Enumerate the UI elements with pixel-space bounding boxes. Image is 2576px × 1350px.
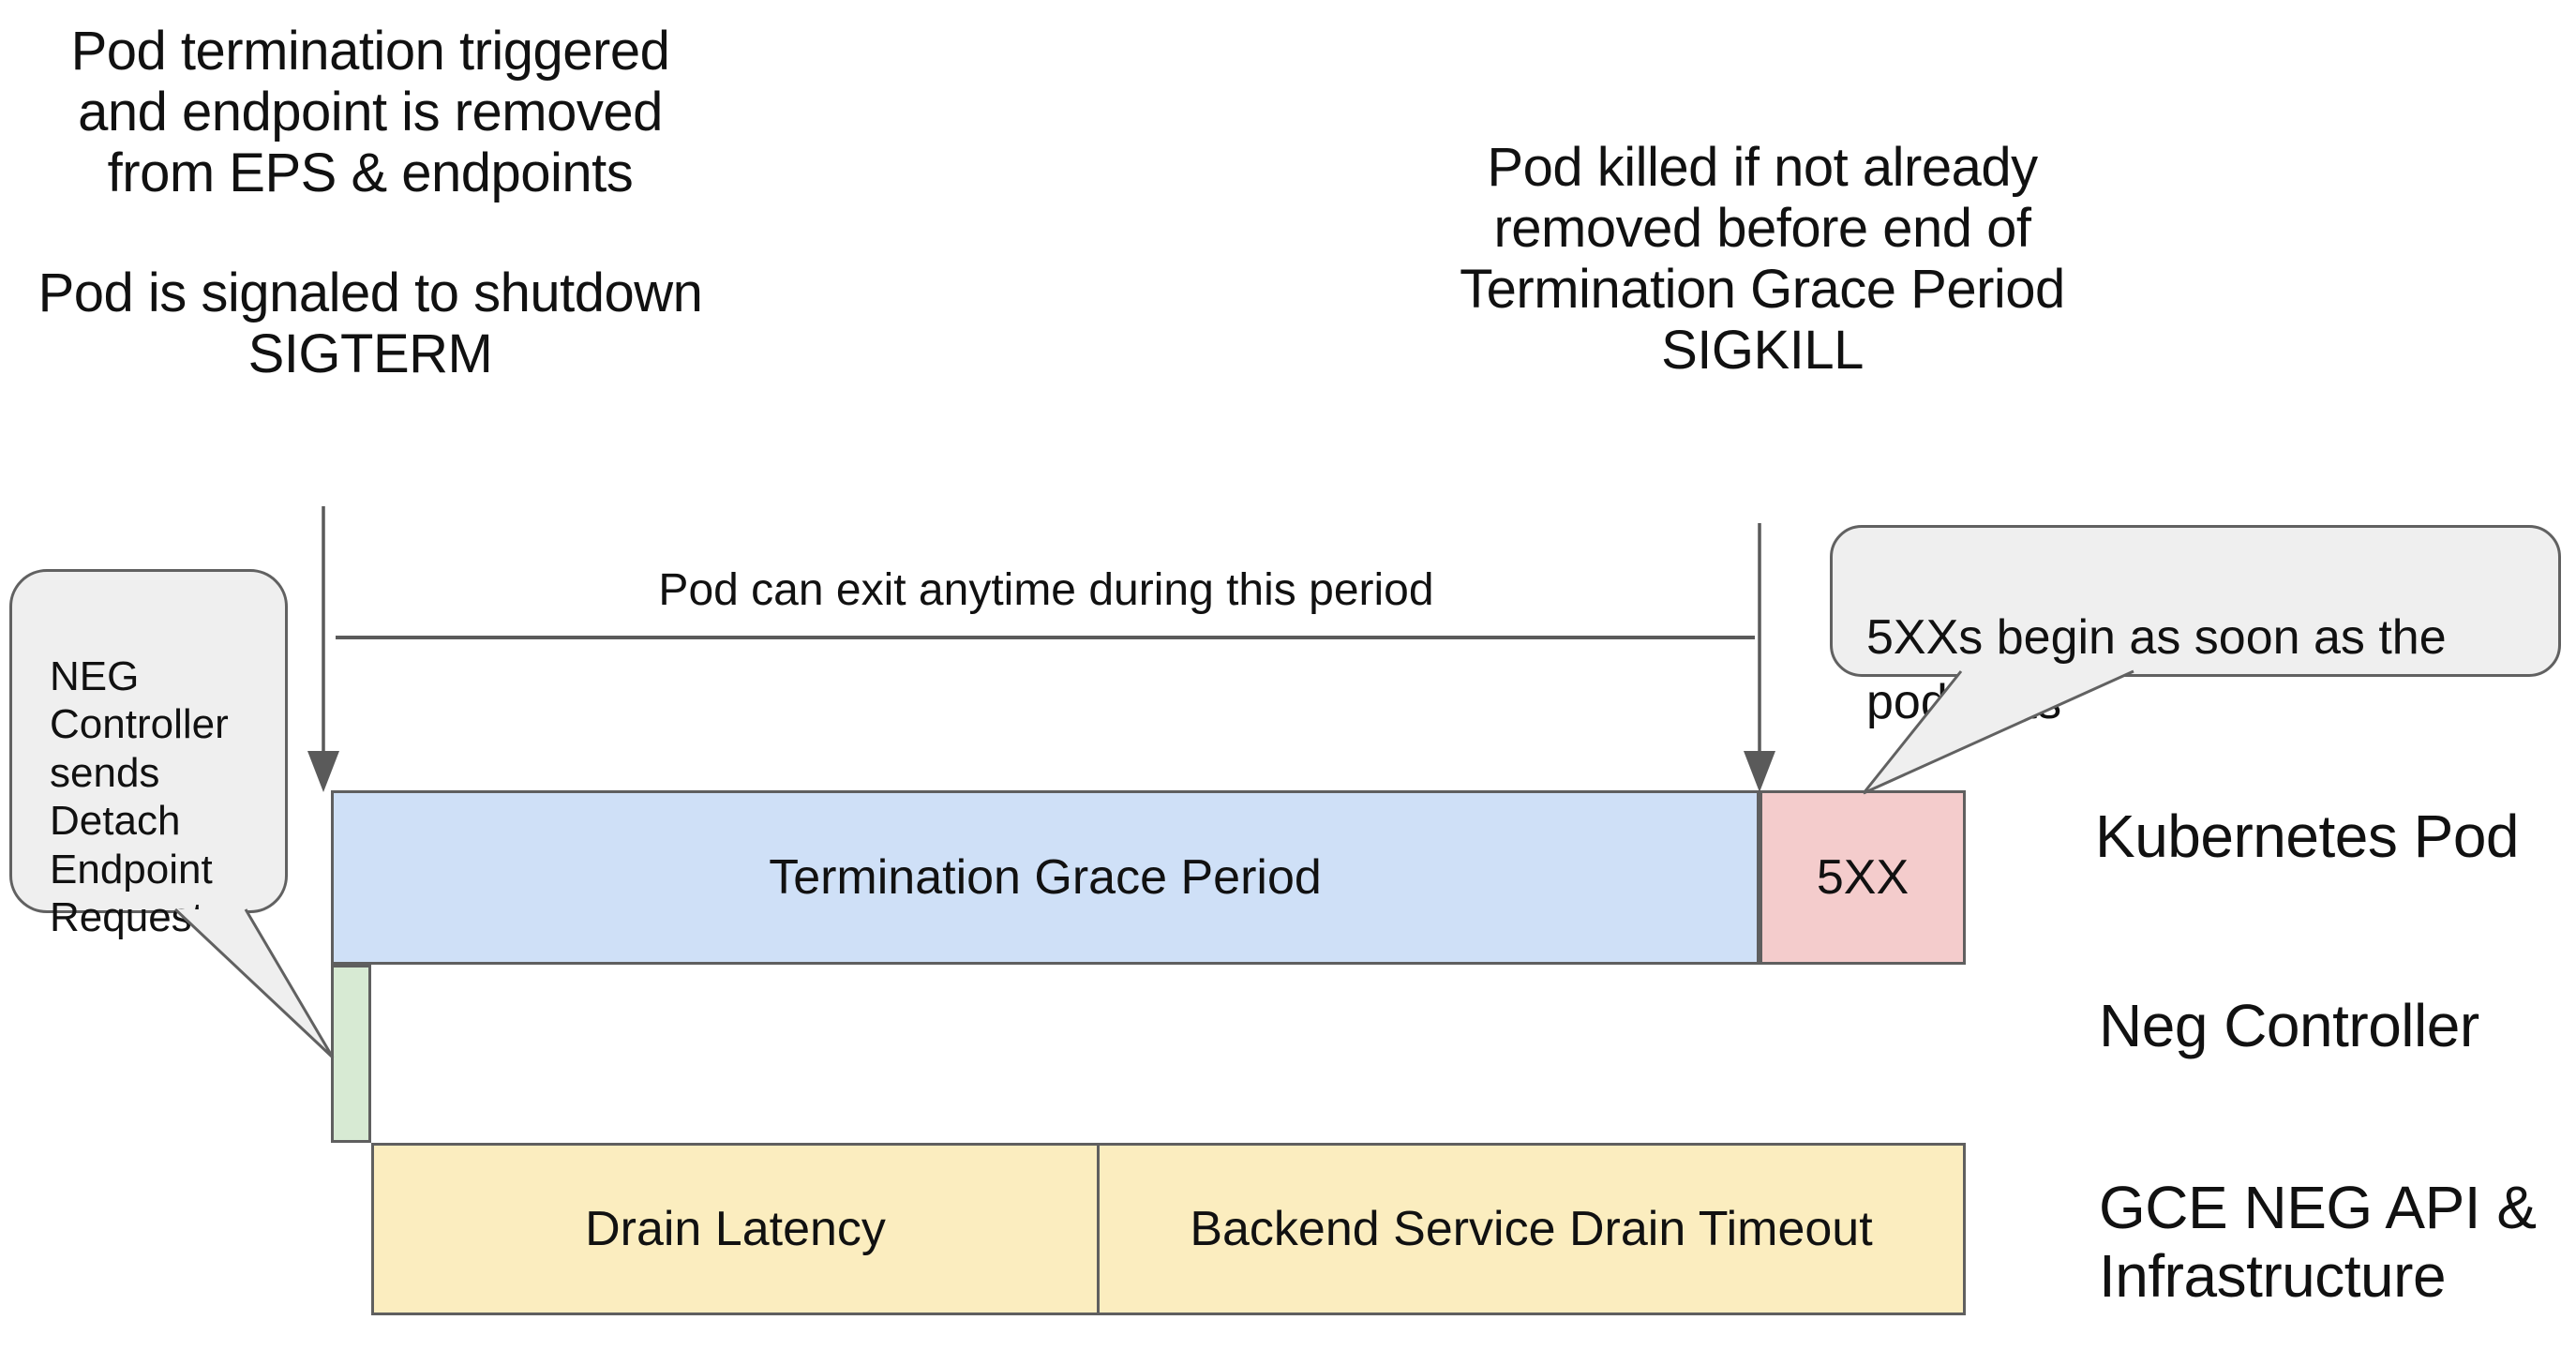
annotation-pod-sigterm: Pod is signaled to shutdown SIGTERM	[37, 262, 703, 384]
bar-5xx: 5XX	[1760, 790, 1966, 965]
speech-bubble-5xx: 5XXs begin as soon as the pod exits	[1830, 525, 2561, 729]
row-label-gce-neg-api: GCE NEG API & Infrastructure	[2099, 1174, 2537, 1310]
annotation-pod-termination: Pod termination triggered and endpoint i…	[70, 21, 670, 203]
bar-neg-detach	[331, 965, 371, 1143]
bar-termination-grace-period-label: Termination Grace Period	[769, 850, 1322, 905]
bar-drain-latency-label: Drain Latency	[585, 1202, 886, 1256]
speech-bubble-neg-controller-text: NEG Controller sends Detach Endpoint Req…	[50, 652, 229, 941]
sigkill-arrow-icon	[1744, 523, 1775, 792]
row-label-neg-controller: Neg Controller	[2099, 992, 2479, 1059]
bar-backend-drain-timeout: Backend Service Drain Timeout	[1100, 1146, 1963, 1312]
annotation-pod-sigkill: Pod killed if not already removed before…	[1460, 137, 2065, 381]
bar-drain-latency: Drain Latency	[374, 1146, 1100, 1312]
annotation-exit-period: Pod can exit anytime during this period	[658, 565, 1434, 615]
bar-termination-grace-period: Termination Grace Period	[331, 790, 1760, 965]
bar-5xx-label: 5XX	[1816, 850, 1910, 905]
bar-backend-drain-timeout-label: Backend Service Drain Timeout	[1190, 1202, 1873, 1256]
speech-bubble-5xx-text: 5XXs begin as soon as the pod exits	[1866, 610, 2447, 729]
row-label-kubernetes-pod: Kubernetes Pod	[2095, 802, 2520, 870]
sigterm-arrow-icon	[307, 506, 339, 792]
speech-bubble-neg-controller: NEG Controller sends Detach Endpoint Req…	[9, 569, 288, 940]
bar-gce-drain-row: Drain Latency Backend Service Drain Time…	[371, 1143, 1966, 1315]
